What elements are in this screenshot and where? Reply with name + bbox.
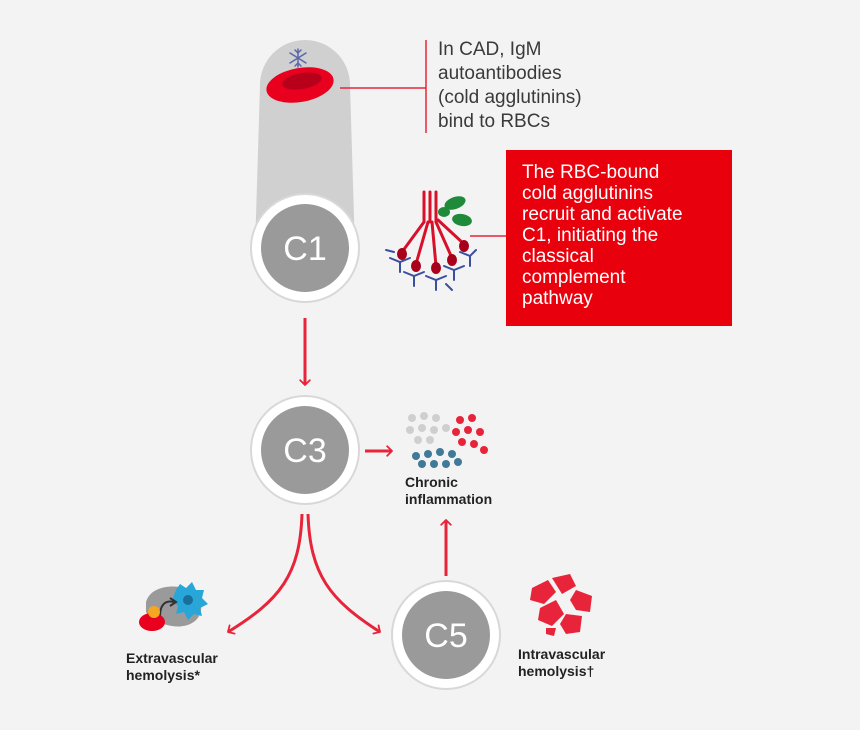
inflammatory-cells-icon — [406, 412, 488, 468]
c3-node: C3 — [250, 395, 360, 505]
red-blood-cell-icon — [266, 67, 334, 103]
chronic-inflammation-label: Chronic inflammation — [405, 474, 493, 507]
arrow-c3-to-extravascular — [227, 513, 304, 635]
lysed-rbc-fragments-icon — [530, 574, 592, 636]
snowflake-icon — [289, 48, 307, 68]
liver-macrophage-icon — [139, 582, 208, 631]
arrow-c3-to-c5 — [306, 513, 381, 635]
c1-label: C1 — [283, 230, 326, 268]
activation-description: The RBC-bound cold agglutinins recruit a… — [522, 162, 683, 309]
c5-node: C5 — [391, 580, 501, 690]
igm-description: In CAD, IgM autoantibodies (cold aggluti… — [438, 39, 582, 132]
activation-callout: The RBC-bound cold agglutinins recruit a… — [506, 150, 732, 326]
c1-antibody-complex-icon — [385, 190, 477, 291]
extravascular-hemolysis-label: Extravascular hemolysis* — [126, 650, 218, 683]
c3-label: C3 — [283, 432, 326, 470]
intravascular-hemolysis-label: Intravascular hemolysis† — [518, 646, 606, 679]
c5-label: C5 — [424, 617, 467, 655]
connector-igm — [340, 40, 427, 133]
c1-node: C1 — [250, 193, 360, 303]
